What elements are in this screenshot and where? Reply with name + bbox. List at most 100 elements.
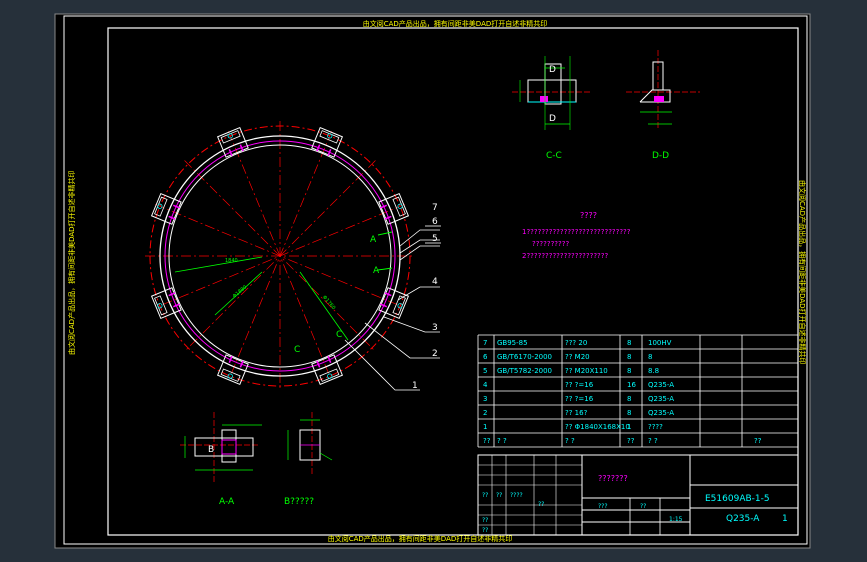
bom-cell-name: ??? 20: [565, 339, 587, 347]
bom-cell-mat: 100HV: [648, 339, 672, 347]
tb-small-7: ??: [482, 527, 488, 534]
lug-weld: [239, 360, 244, 368]
section-cut-a1: [377, 231, 393, 236]
lug-weld: [168, 215, 176, 220]
balloon-2: 2: [432, 349, 438, 359]
bom-cell-no: 4: [483, 381, 488, 389]
bom-cell-qty: 8: [627, 409, 631, 417]
leader-3: [383, 316, 440, 333]
bom-cell-name: ?? M20: [565, 353, 590, 361]
aa-plate: [194, 437, 254, 457]
lug-8: [378, 192, 410, 225]
tb-small-1: ??: [496, 492, 502, 499]
lug-plate: [150, 192, 182, 225]
lug-bolt-hole: [227, 133, 233, 139]
bom-cell-qty: 8: [627, 367, 631, 375]
bom-cell-name: ?? ?=16: [565, 395, 594, 403]
lug-5: [150, 192, 182, 225]
section-view-dd: D-D: [626, 50, 700, 161]
lug-2: [311, 354, 344, 386]
bom-cell-mat: 8.8: [648, 367, 659, 375]
leader-5: [399, 245, 440, 261]
bom-header-name: ? ?: [565, 437, 575, 445]
bom-cell-qty: 8: [627, 353, 631, 361]
balloon-4: 4: [432, 277, 438, 287]
cc-label-d2: D: [549, 114, 556, 124]
dim-text-1: 1840: [225, 258, 238, 264]
part-balloons: 7 6 5 4 3 2 1: [344, 203, 441, 391]
tb-small-5: ??: [640, 503, 646, 510]
bom-cell-name: ?? M20X110: [565, 367, 608, 375]
ring-lugs: [150, 126, 410, 386]
lug-weld: [168, 292, 176, 297]
leader-4: [397, 286, 440, 301]
ring-plan-view: 1840 Φ1880 Φ1760 A A C C: [145, 121, 415, 391]
bom-cell-mat: Q235-A: [648, 381, 674, 389]
bom-cell-no: 5: [483, 367, 487, 375]
radial-centerline: [155, 204, 405, 308]
bom-cell-mat: 8: [648, 353, 652, 361]
bom-cell-name: ?? ?=16: [565, 381, 594, 389]
bom-cell-no: 6: [483, 353, 488, 361]
lug-weld: [228, 355, 233, 364]
bom-cell-no: 7: [483, 339, 487, 347]
bom-cell-name: ?? 16?: [565, 409, 588, 417]
lug-weld: [316, 144, 321, 152]
lug-weld: [172, 204, 181, 209]
balloon-7: 7: [432, 203, 438, 213]
notes-line-1: 1????????????????????????????: [522, 228, 631, 236]
lug-7: [311, 126, 344, 158]
lug-weld: [327, 148, 332, 157]
lug-weld: [327, 355, 332, 364]
bom-header-qty: ??: [627, 437, 635, 445]
dd-weld-mark: [654, 96, 664, 102]
lug-plate: [216, 126, 249, 158]
section-dd-title: D-D: [652, 151, 669, 161]
leader-2: [364, 322, 440, 359]
ring-inner-edge: [168, 144, 392, 368]
watermark-bottom: 由文阅CAD产品出品，拥有间距非美DAD打开自述非精共印: [328, 534, 513, 543]
notes-line-2: ??????????: [532, 240, 569, 248]
technical-notes: ???? 1???????????????????????????? ?????…: [522, 211, 631, 260]
lug-plate: [216, 354, 249, 386]
lug-plate: [311, 126, 344, 158]
balloon-3: 3: [432, 323, 438, 333]
tb-small-2: ????: [510, 492, 523, 499]
ring-outer-edge: [159, 135, 401, 377]
bom-cell-mat: Q235-A: [648, 409, 674, 417]
balloon-5: 5: [432, 234, 438, 244]
section-mark-a1: A: [370, 235, 377, 245]
bolt-circle-centerline: [149, 125, 411, 387]
balloon-6: 6: [432, 217, 438, 227]
aa-bolt-hole: [221, 439, 237, 455]
lug-3: [216, 354, 249, 386]
lug-rib: [319, 368, 340, 382]
title-block: ??????? E51609AB-1-5 Q235-A 1 1:15 ?? ??…: [477, 454, 799, 536]
title-block-border: [477, 454, 799, 536]
ring-middle-edge: [164, 140, 396, 372]
bom-cell-no: 3: [483, 395, 487, 403]
drawing-material: Q235-A: [726, 514, 760, 524]
watermark-top: 由文阅CAD产品出品，拥有间距非美DAD打开自述非精共印: [363, 19, 548, 28]
tb-small-0: ??: [482, 492, 488, 499]
section-mark-c2: C: [294, 345, 300, 355]
watermark-left: 由文阅CAD产品出品，拥有间距非美DAD打开自述非精共印: [67, 170, 76, 355]
center-lines: [145, 121, 415, 391]
bom-cell-code: GB/T6170-2000: [497, 353, 552, 361]
bom-cell-no: 1: [483, 423, 487, 431]
notes-line-3: 2??????????????????????: [522, 252, 608, 260]
lug-1: [378, 287, 410, 320]
section-cut-a2: [377, 267, 393, 271]
bom-header-no: ??: [483, 437, 491, 445]
bom-cell-qty: 8: [627, 395, 631, 403]
drawing-scale: 1:15: [669, 516, 683, 523]
lug-4: [150, 287, 182, 320]
leader-6: [399, 239, 440, 254]
lug-weld: [379, 204, 388, 209]
lug-weld: [228, 148, 233, 157]
lug-bolt-hole: [157, 203, 163, 209]
bom-cell-no: 2: [483, 409, 487, 417]
lug-plate: [378, 192, 410, 225]
bom-header-remark: ??: [754, 437, 762, 445]
